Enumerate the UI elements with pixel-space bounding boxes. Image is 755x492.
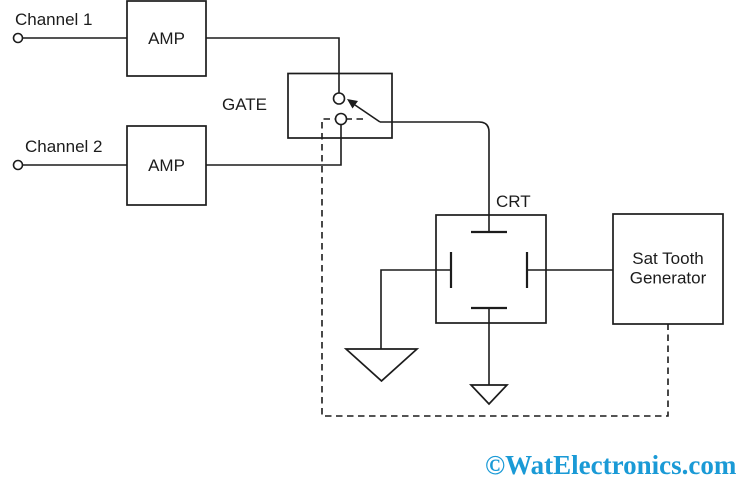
gate-contact-bottom-icon [334, 112, 348, 126]
channel1-label: Channel 1 [15, 10, 93, 29]
channel2-terminal-icon [12, 159, 24, 171]
crt-left-plate-to-ground-wire [380, 269, 451, 349]
gate-contact-top-icon [332, 92, 346, 105]
amp1-block [126, 0, 207, 77]
ground-symbol-bottom-icon [469, 384, 509, 406]
amp1-to-gate-wire [206, 37, 340, 93]
watermark: ©WatElectronics.com [485, 450, 737, 480]
amp2-to-gate-wire [206, 125, 342, 166]
gate-to-crt-wire [380, 121, 490, 232]
amp2-block [126, 125, 207, 206]
channel2-label: Channel 2 [25, 137, 103, 156]
sawtooth-generator-block [612, 213, 724, 325]
gate-block [287, 72, 393, 139]
switch-arm [354, 104, 381, 123]
amp2-label: AMP [148, 156, 185, 175]
amp1-label: AMP [148, 29, 185, 48]
generator-label-line1: Sat Tooth [632, 249, 704, 268]
generator-label-line2: Generator [630, 269, 707, 288]
crt-label: CRT [496, 192, 531, 211]
ground-symbol-left-icon [343, 348, 420, 383]
gate-label: GATE [222, 95, 267, 114]
channel1-terminal-icon [12, 32, 24, 44]
switch-arm-arrowhead-icon [347, 99, 358, 109]
